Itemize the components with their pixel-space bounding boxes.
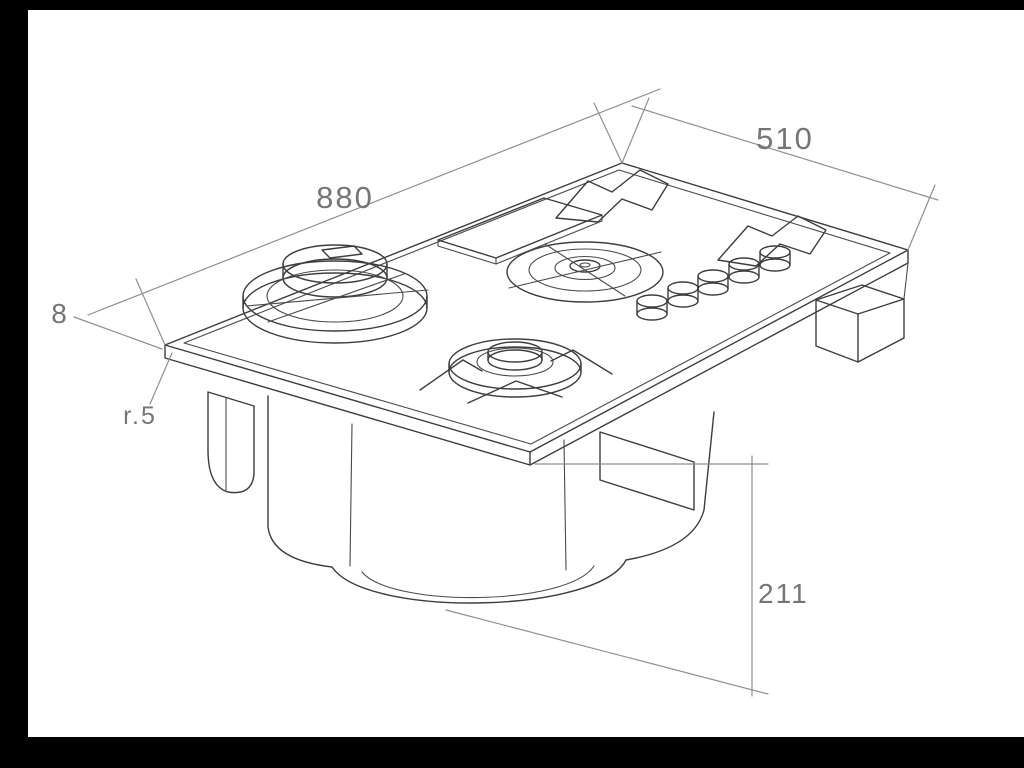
- body-outline: [267, 395, 715, 604]
- dim-label-height: 211: [758, 578, 809, 609]
- pan-supports: [555, 169, 827, 267]
- wok-cap-sides: [282, 263, 388, 279]
- glass-to-box-edge: [903, 262, 909, 300]
- dim-witness-depth: [621, 97, 936, 251]
- front-burner-sides: [448, 363, 582, 373]
- dim-witness-width: [135, 102, 623, 346]
- pan-support-back-center: [555, 169, 669, 223]
- front-burner: [419, 338, 613, 404]
- center-burner-mid: [528, 248, 642, 292]
- center-burner-outer: [506, 241, 664, 303]
- left-bracket: [207, 391, 255, 494]
- center-burner-inner: [554, 255, 616, 281]
- center-burner-igniter: [579, 262, 591, 268]
- knob-4: [728, 257, 760, 284]
- dim-label-thickness: 8: [51, 298, 69, 329]
- center-burner: [506, 241, 664, 303]
- drawing-paper: [28, 10, 1024, 737]
- front-burner-inner: [476, 347, 554, 377]
- pan-support-back-right: [717, 215, 827, 267]
- wok-grate-bars: [245, 273, 429, 323]
- hob-body: [207, 262, 909, 604]
- dim-label-radius: r.5: [123, 402, 157, 430]
- griddle-thickness: [437, 214, 603, 265]
- dim-leader-radius: [149, 352, 173, 405]
- wok-inner-ring: [266, 269, 404, 323]
- body-seams: [349, 423, 567, 571]
- dim-line-depth: [631, 105, 939, 201]
- glass-bevel-inset: [183, 169, 891, 445]
- front-cap-sides: [487, 351, 543, 361]
- dim-label-depth: 510: [756, 121, 814, 156]
- wok-cap-tab: [321, 245, 363, 259]
- dim-witness-height: [445, 463, 769, 695]
- wok-burner: [242, 244, 429, 344]
- body-bowl-rim: [361, 565, 595, 599]
- center-grate-bars: [508, 243, 662, 297]
- dimension-annotations: 880 510 8 r.5 211: [51, 88, 939, 697]
- front-grate-arms: [419, 349, 613, 404]
- dim-label-width: 880: [316, 180, 374, 215]
- wok-base-sides: [242, 295, 428, 309]
- knob-5: [759, 245, 791, 272]
- knob-1: [636, 294, 668, 321]
- dim-line-width: [87, 88, 661, 316]
- control-knobs: [636, 245, 791, 321]
- dim-leader-thickness: [73, 316, 163, 350]
- knob-3: [697, 269, 729, 296]
- griddle-plate: [437, 197, 603, 265]
